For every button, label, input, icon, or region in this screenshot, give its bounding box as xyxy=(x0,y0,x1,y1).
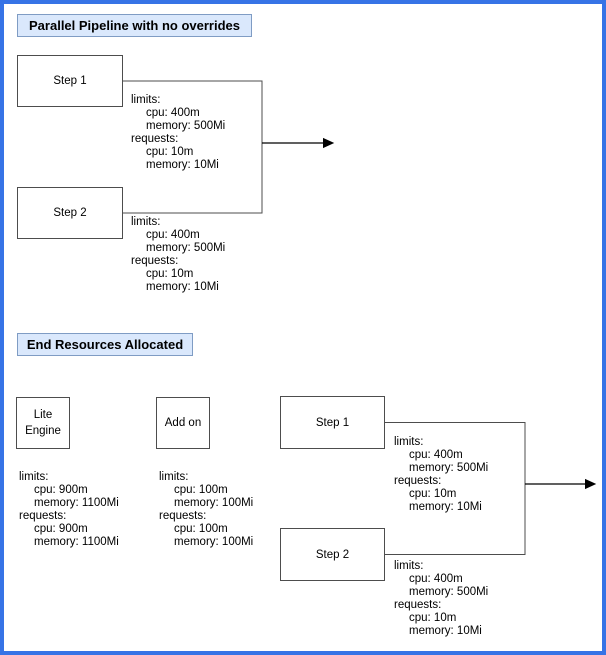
resource-line: memory: 10Mi xyxy=(146,281,219,293)
resource-line: memory: 10Mi xyxy=(409,501,482,513)
resource-line: cpu: 100m xyxy=(174,523,228,535)
node-label: Step 1 xyxy=(315,416,350,429)
resource-line: limits: xyxy=(394,436,424,448)
node-label: Add on xyxy=(164,417,202,429)
node-label: Step 2 xyxy=(53,207,87,219)
resource-line: cpu: 10m xyxy=(146,146,194,158)
resource-line: memory: 500Mi xyxy=(409,586,489,598)
resource-line: limits: xyxy=(394,560,424,572)
section-title-pipeline: Parallel Pipeline with no overrides xyxy=(17,14,252,37)
resource-line: memory: 1100Mi xyxy=(34,536,119,548)
resource-line: requests: xyxy=(131,255,179,267)
resource-line: memory: 10Mi xyxy=(409,625,482,637)
node-pipeline-step1: Step 1 xyxy=(17,55,123,107)
resource-line: cpu: 400m xyxy=(409,573,463,585)
resource-line: limits: xyxy=(131,94,161,106)
resource-line: requests: xyxy=(394,599,442,611)
resource-line: cpu: 400m xyxy=(409,449,463,461)
output-arrow-top-head xyxy=(323,137,335,149)
resource-line: limits: xyxy=(131,216,161,228)
node-end-step1: Step 1 xyxy=(280,396,385,449)
resource-line: memory: 1100Mi xyxy=(34,497,119,509)
node-label: Lite Engine xyxy=(25,409,61,437)
node-lite-engine: Lite Engine xyxy=(16,397,70,449)
resource-line: memory: 100Mi xyxy=(174,536,254,548)
resource-line: cpu: 400m xyxy=(146,229,200,241)
resource-line: cpu: 100m xyxy=(174,484,228,496)
node-label: Step 1 xyxy=(53,75,87,87)
resource-line: memory: 500Mi xyxy=(146,120,226,132)
resource-line: cpu: 10m xyxy=(409,612,457,624)
node-end-step2: Step 2 xyxy=(280,528,385,581)
node-pipeline-step2: Step 2 xyxy=(17,187,123,239)
resource-line: cpu: 10m xyxy=(409,488,457,500)
resource-line: memory: 10Mi xyxy=(146,159,219,171)
resource-line: memory: 500Mi xyxy=(146,242,226,254)
merge-connector-bottom xyxy=(385,422,526,555)
resource-line: limits: xyxy=(19,471,49,483)
resource-line: requests: xyxy=(19,510,67,522)
node-label: Step 2 xyxy=(315,548,350,561)
resource-line: requests: xyxy=(394,475,442,487)
resource-line: requests: xyxy=(131,133,179,145)
resource-line: cpu: 900m xyxy=(34,523,88,535)
resource-line: cpu: 10m xyxy=(146,268,194,280)
resource-line: requests: xyxy=(159,510,207,522)
node-add-on: Add on xyxy=(156,397,210,449)
section-title-end-resources: End Resources Allocated xyxy=(17,333,193,356)
merge-connector-top xyxy=(123,80,263,214)
resource-line: cpu: 400m xyxy=(146,107,200,119)
resource-line: cpu: 900m xyxy=(34,484,88,496)
resource-line: limits: xyxy=(159,471,189,483)
output-arrow-bottom-head xyxy=(585,478,597,490)
resource-line: memory: 100Mi xyxy=(174,497,254,509)
resource-line: memory: 500Mi xyxy=(409,462,489,474)
